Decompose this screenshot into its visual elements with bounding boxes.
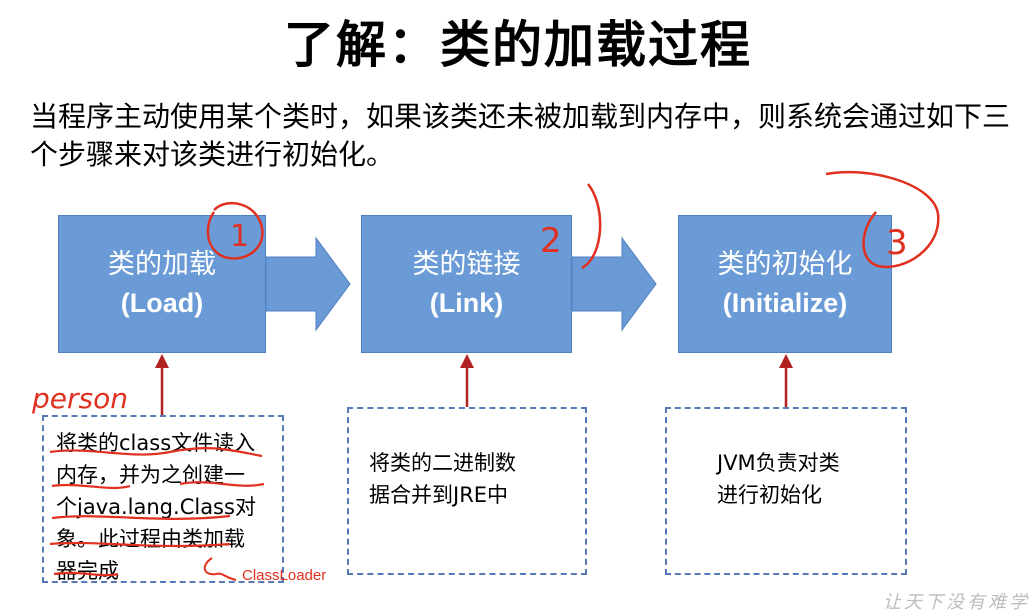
- note-load-line-4: 象。此过程由类加载: [56, 527, 245, 551]
- stage-link-label: 类的链接: [412, 249, 521, 280]
- stage-link-en: (Link): [429, 288, 504, 318]
- note-load: 将类的class文件读入 内存，并为之创建一 个java.lang.Class对…: [42, 415, 284, 583]
- note-load-line-5: 器完成: [56, 559, 119, 583]
- note-initialize-line-2: 进行初始化: [717, 483, 822, 507]
- note-load-line-3: 个java.lang.Class对: [56, 495, 256, 519]
- note-link-line-1: 将类的二进制数: [369, 451, 516, 475]
- page-title: 了解：类的加载过程: [284, 16, 752, 74]
- connector-initialize: [779, 354, 793, 407]
- stage-load-label: 类的加载: [108, 249, 216, 280]
- watermark: 让天下没有难学: [883, 592, 1030, 613]
- arrow-link-to-initialize: [571, 236, 657, 332]
- note-initialize: JVM负责对类 进行初始化: [665, 407, 907, 575]
- stage-initialize-en: (Initialize): [722, 288, 848, 318]
- handwritten-classloader: ClassLoader: [242, 567, 326, 584]
- intro-text: 当程序主动使用某个类时，如果该类还未被加载到内存中，则系统会通过如下三个步骤来对…: [30, 100, 1011, 171]
- note-link-line-2: 据合并到JRE中: [369, 483, 509, 507]
- handwritten-number-1: [206, 201, 264, 260]
- handwritten-number-3-text: 3: [886, 223, 908, 263]
- handwritten-hook-arrow: [203, 557, 237, 581]
- stage-initialize: 类的初始化 (Initialize): [678, 215, 892, 353]
- handwritten-number-2-text: 2: [540, 221, 562, 261]
- note-initialize-line-1: JVM负责对类: [717, 451, 840, 475]
- stage-initialize-label: 类的初始化: [717, 249, 853, 280]
- note-link: 将类的二进制数 据合并到JRE中: [347, 407, 587, 575]
- stage-load-en: (Load): [120, 288, 204, 318]
- handwritten-number-1-text: 1: [230, 219, 249, 254]
- handwritten-number-3: [825, 170, 940, 269]
- handwritten-underlines: [49, 447, 265, 577]
- connector-load: [155, 354, 169, 415]
- arrow-load-to-link: [265, 236, 351, 332]
- handwritten-number-2: [581, 183, 602, 270]
- connector-link: [460, 354, 474, 407]
- handwritten-person: person: [31, 382, 128, 415]
